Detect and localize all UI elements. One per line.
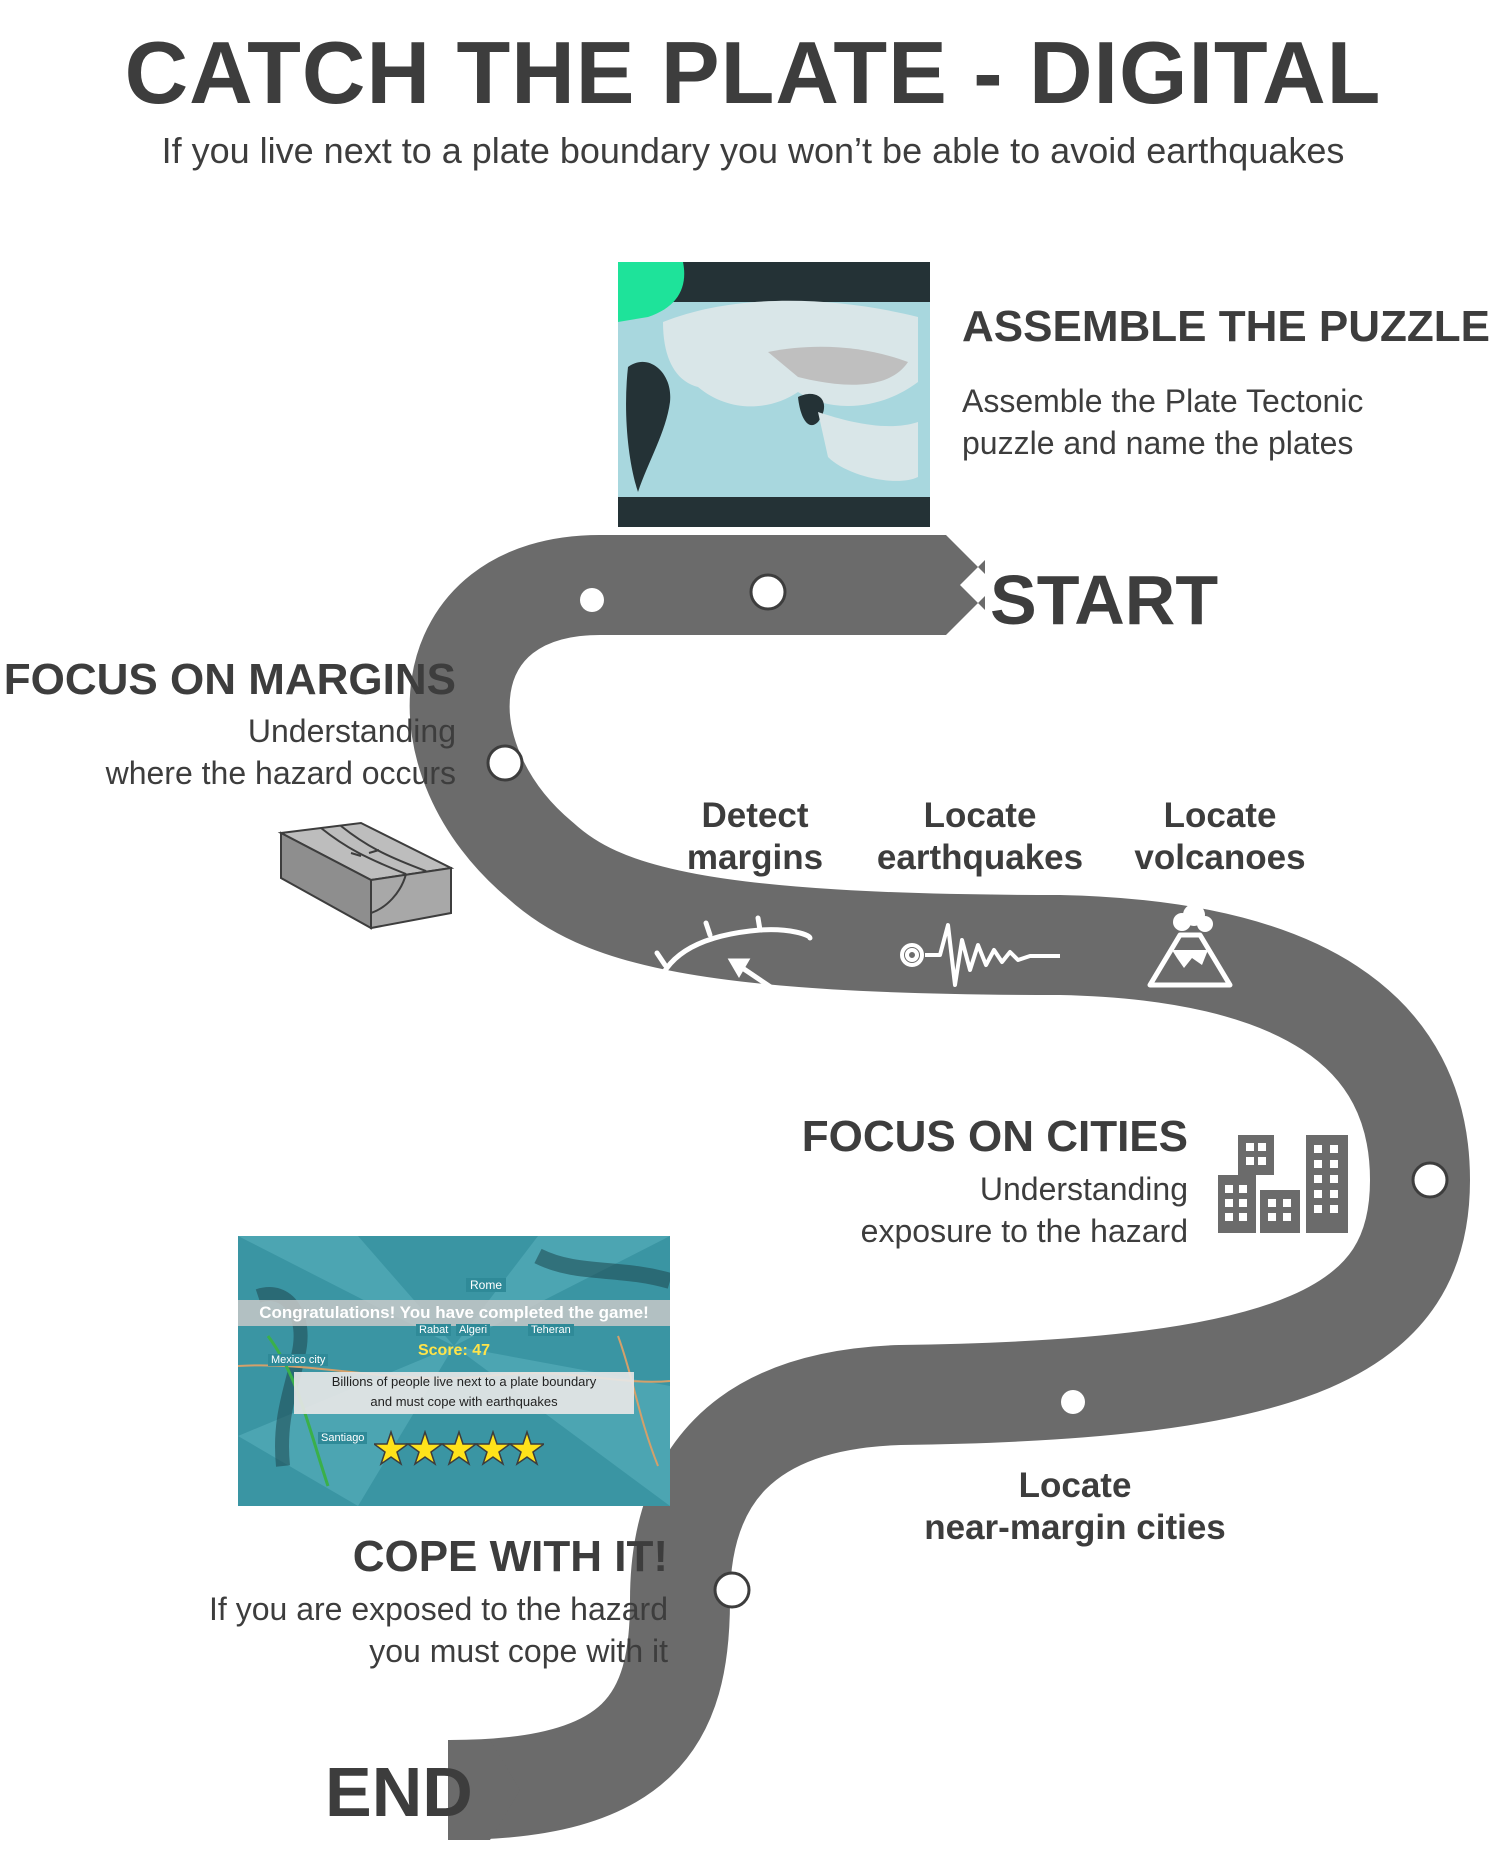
step-line: Locate [1018,1466,1132,1505]
step-line: margins [686,838,824,877]
road-path [409,535,1471,1840]
game-city-label: Santiago [318,1432,368,1444]
step-line: near-margin cities [924,1508,1226,1547]
margins-desc-line: Understanding [247,713,456,749]
waypoint-dot [1411,1161,1449,1199]
step-line: Locate [1163,796,1277,835]
step-locate-cities: Locate near-margin cities [880,1465,1270,1549]
cities-description: Understanding exposure to the hazard [700,1168,1188,1252]
assemble-desc-line: puzzle and name the plates [962,425,1354,461]
assemble-description: Assemble the Plate Tectonic puzzle and n… [962,380,1363,464]
star-icon [374,1430,411,1466]
start-notch [946,535,1010,635]
cities-desc-line: exposure to the hazard [860,1213,1188,1249]
waypoint-dot [713,1571,751,1609]
margins-heading: FOCUS ON MARGINS [3,655,456,704]
start-label: START [990,561,1219,639]
game-message-line: Billions of people live next to a plate … [331,1374,597,1389]
margins-description: Understanding where the hazard occurs [0,710,456,794]
cities-desc-line: Understanding [979,1171,1188,1207]
waypoint-dot [580,588,604,612]
cope-description: If you are exposed to the hazard you mus… [120,1588,668,1672]
subduction-margin-icon [654,915,813,993]
star-icon [439,1430,479,1466]
cope-heading: COPE WITH IT! [352,1532,668,1581]
game-city-label: Mexico city [268,1354,329,1366]
step-line: earthquakes [876,838,1084,877]
waypoint-dot [1061,1390,1085,1414]
page-subtitle: If you live next to a plate boundary you… [161,130,1345,171]
game-city-label: Rabat [416,1324,452,1336]
game-message-box: Billions of people live next to a plate … [294,1372,634,1414]
page-title: CATCH THE PLATE - DIGITAL [124,23,1382,122]
assemble-heading: ASSEMBLE THE PUZZLE [962,302,1491,351]
game-congrats-banner: Congratulations! You have completed the … [238,1300,670,1326]
cope-desc-line: If you are exposed to the hazard [209,1591,668,1627]
game-city-label: Algeri [456,1324,491,1336]
waypoint-dot [486,744,524,782]
game-message-line: and must cope with earthquakes [370,1394,558,1409]
margins-desc-line: where the hazard occurs [105,755,456,791]
game-star-rating [374,1430,544,1466]
end-arrow-tip [448,1740,520,1840]
star-icon [473,1430,513,1466]
waypoint-dot [749,573,787,611]
end-label: END [325,1753,473,1831]
cope-desc-line: you must cope with it [369,1633,668,1669]
step-line: Locate [923,796,1037,835]
game-score: Score: 47 [417,1342,491,1359]
star-icon [405,1430,445,1466]
step-locate-volcanoes: Locate volcanoes [1110,795,1330,879]
game-city-label: Teheran [528,1324,574,1336]
step-line: volcanoes [1134,838,1306,877]
volcano-icon [1147,904,1233,988]
fault-block-icon [277,821,455,930]
game-city-label: Rome [466,1278,507,1292]
cities-heading: FOCUS ON CITIES [801,1112,1188,1161]
city-buildings-icon [1218,1135,1348,1233]
seismograph-icon [900,923,1060,987]
game-complete-screenshot: Congratulations! You have completed the … [238,1236,670,1506]
step-detect-margins: Detect margins [660,795,850,879]
plate-puzzle-map-image [618,262,930,527]
step-line: Detect [701,796,809,835]
star-icon [507,1430,544,1466]
assemble-desc-line: Assemble the Plate Tectonic [962,383,1364,419]
step-locate-earthquakes: Locate earthquakes [860,795,1100,879]
